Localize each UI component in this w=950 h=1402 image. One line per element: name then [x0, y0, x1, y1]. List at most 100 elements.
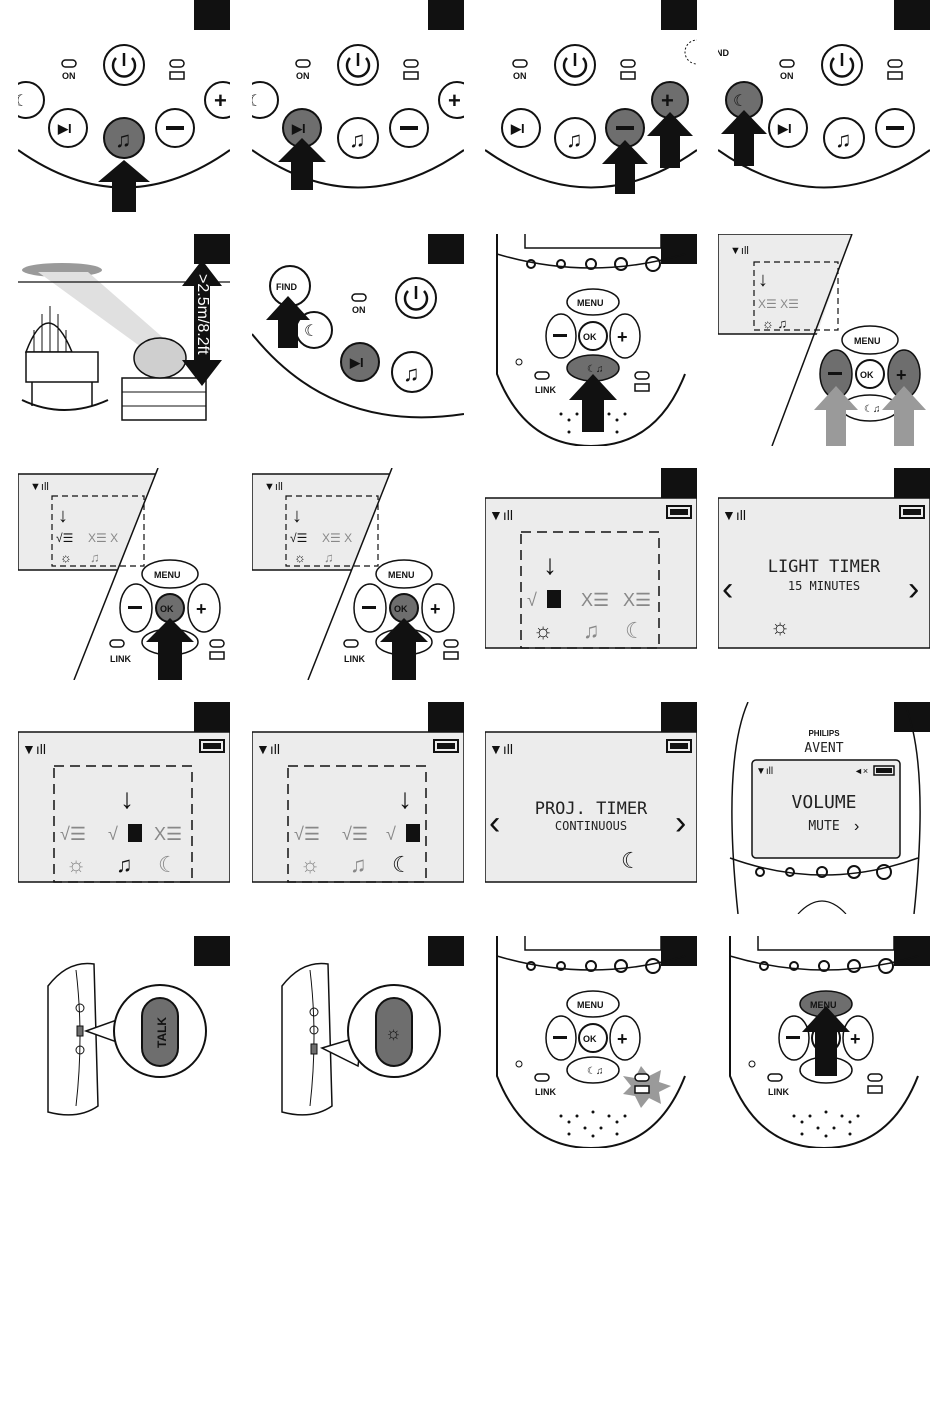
svg-text:MENU: MENU [810, 1000, 837, 1010]
svg-text:+: + [661, 88, 674, 113]
navigation-pad: MENU + OK ☾♫ [819, 325, 921, 422]
svg-text:♫: ♫ [90, 550, 100, 565]
on-indicator [61, 59, 77, 68]
panel-play-music: ON + ☾ ▶I ♫ [18, 0, 230, 212]
svg-text:›: › [854, 818, 859, 835]
svg-text:ON: ON [780, 71, 794, 81]
brand-main: AVENT [804, 741, 843, 756]
press-arrow [721, 110, 767, 166]
battery-icon [169, 71, 185, 80]
svg-text:ON: ON [296, 71, 310, 81]
svg-text:↓: ↓ [398, 783, 412, 814]
speaker-mute-icon: ◄× [854, 766, 868, 776]
svg-text:☾: ☾ [252, 93, 262, 110]
on-label: ON [62, 71, 76, 81]
panel-placement-distance: >2.5m/8.2ft [18, 234, 230, 446]
svg-text:▶I: ▶I [777, 121, 792, 136]
moon-stars-button[interactable]: ☾ [18, 81, 45, 119]
svg-text:☼: ☼ [66, 852, 86, 877]
svg-text:♫: ♫ [324, 550, 334, 565]
svg-text:▶I: ▶I [510, 121, 525, 136]
press-arrow-minus [602, 140, 648, 194]
panel-lcd-projector-selected: ▼ıll ↓ √☰ √☰ √ ☼ ♫ ☾ [252, 702, 464, 914]
svg-text:X☰ X: X☰ X [88, 531, 118, 545]
panel-select-ok-1: ▼ıll ↓ √☰X☰ X ☼♫ MENU + OK LINK [18, 468, 230, 680]
distance-label: >2.5m/8.2ft [194, 274, 211, 355]
panel-menu-press: MENU + LINK [718, 936, 930, 1148]
svg-text:▼ıll: ▼ıll [264, 481, 283, 493]
svg-text:X☰ X: X☰ X [322, 531, 352, 545]
svg-text:☾♫: ☾♫ [864, 404, 880, 415]
talk-button[interactable] [141, 997, 179, 1067]
svg-text:LINK: LINK [110, 654, 131, 664]
svg-text:☼: ☼ [294, 550, 306, 565]
svg-text:FIND: FIND [276, 282, 297, 292]
svg-text:+: + [430, 599, 441, 619]
svg-text:ND: ND [718, 48, 729, 58]
nav-right-arrow: › [908, 570, 919, 608]
svg-text:‹: ‹ [489, 804, 500, 842]
music-button[interactable]: ♫ [103, 117, 145, 159]
svg-text:☼: ☼ [60, 550, 72, 565]
proj-timer-title: PROJ. TIMER [535, 799, 648, 819]
brand-top: PHILIPS [808, 729, 840, 738]
svg-text:X☰: X☰ [581, 590, 609, 610]
signal-icon: ▼ıll [730, 245, 749, 257]
svg-text:X☰ X☰: X☰ X☰ [758, 297, 799, 311]
panel-lcd-music-selected: ▼ıll ↓ √☰ √ X☰ ☼ ♫ ☾ [18, 702, 230, 914]
svg-text:▼ıll: ▼ıll [256, 741, 280, 757]
svg-text:√☰: √☰ [294, 824, 320, 844]
lcd-screen [751, 759, 901, 859]
svg-text:+: + [196, 599, 207, 619]
play-next-button[interactable]: ▶I [48, 108, 88, 148]
svg-text:MENU: MENU [577, 298, 604, 308]
power-button[interactable] [103, 44, 145, 86]
press-arrow-plus [647, 112, 693, 168]
svg-text:+: + [448, 88, 461, 113]
svg-text:ON: ON [513, 71, 527, 81]
svg-text:☾: ☾ [625, 618, 645, 643]
svg-text:√: √ [527, 590, 537, 610]
proj-timer-value: CONTINUOUS [555, 819, 627, 833]
svg-text:√☰: √☰ [290, 531, 307, 545]
panel-link-indicator: MENU + OK ☾♫ LINK [485, 936, 697, 1148]
indicator-dots [526, 256, 661, 272]
light-timer-value: 15 MINUTES [788, 579, 860, 593]
dresser-illustration [121, 337, 207, 421]
svg-text:LINK: LINK [344, 654, 365, 664]
svg-text:+: + [617, 327, 628, 347]
svg-text:LINK: LINK [535, 385, 556, 395]
press-arrow [569, 374, 617, 432]
volume-value: MUTE [808, 819, 839, 834]
panel-lcd-proj-timer: ▼ıll ‹ › PROJ. TIMER CONTINUOUS ☾ [485, 702, 697, 914]
svg-text:+: + [896, 365, 907, 385]
svg-text:▶I: ▶I [349, 355, 364, 370]
minus-button[interactable] [155, 108, 195, 148]
svg-text:☼: ☼ [300, 852, 320, 877]
svg-text:☼ ♫: ☼ ♫ [762, 316, 787, 331]
panel-projector: ND ON ☾ ▶I ♫ [718, 0, 930, 212]
svg-text:√: √ [386, 824, 396, 844]
moon-stars-icon: ☾ [18, 93, 28, 110]
svg-text:MENU: MENU [854, 336, 881, 346]
press-arrow [146, 618, 194, 680]
panel-select-ok-2: ▼ıll ↓ √☰X☰ X ☼♫ MENU + OK LINK [252, 468, 464, 680]
night-light-icon: ☾♫ [587, 364, 603, 375]
svg-text:MENU: MENU [154, 570, 181, 580]
svg-text:LINK: LINK [535, 1087, 556, 1097]
light-timer-title: LIGHT TIMER [768, 557, 881, 577]
svg-text:+: + [214, 88, 227, 113]
panel-play-next: ON + ☾ ▶I ♫ [252, 0, 464, 212]
svg-text:MENU: MENU [577, 1000, 604, 1010]
svg-text:☾♫: ☾♫ [587, 1066, 603, 1077]
press-arrow [278, 138, 326, 190]
plus-button[interactable]: + [204, 81, 230, 119]
svg-text:▼ıll: ▼ıll [722, 507, 746, 523]
projector-unit [133, 337, 187, 379]
svg-text:√: √ [108, 824, 118, 844]
svg-text:OK: OK [583, 1034, 597, 1044]
night-light-button[interactable] [375, 997, 413, 1067]
press-arrow [802, 1006, 850, 1076]
svg-text:↓: ↓ [120, 783, 134, 814]
signal-icon: ▼ıll [489, 507, 513, 523]
